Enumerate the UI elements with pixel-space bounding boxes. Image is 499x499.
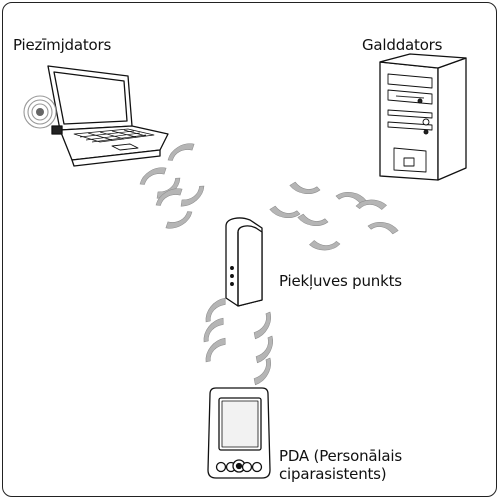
pda-label-line2: ciparasistents)	[279, 465, 387, 483]
pda-icon	[207, 387, 271, 479]
pda-label: PDA (Personālais ciparasistents)	[279, 447, 402, 483]
laptop-icon	[47, 65, 169, 167]
wireless-waves	[136, 140, 400, 388]
access-point-icon	[225, 217, 263, 307]
access-point-label: Piekļuves punkts	[279, 272, 402, 290]
desktop-label: Galddators	[362, 36, 443, 54]
laptop-label: Piezīmjdators	[13, 36, 112, 54]
desktop-tower-icon	[379, 53, 467, 181]
pda-label-line1: PDA (Personālais	[279, 447, 402, 465]
wireless-signal-icon	[23, 95, 57, 129]
